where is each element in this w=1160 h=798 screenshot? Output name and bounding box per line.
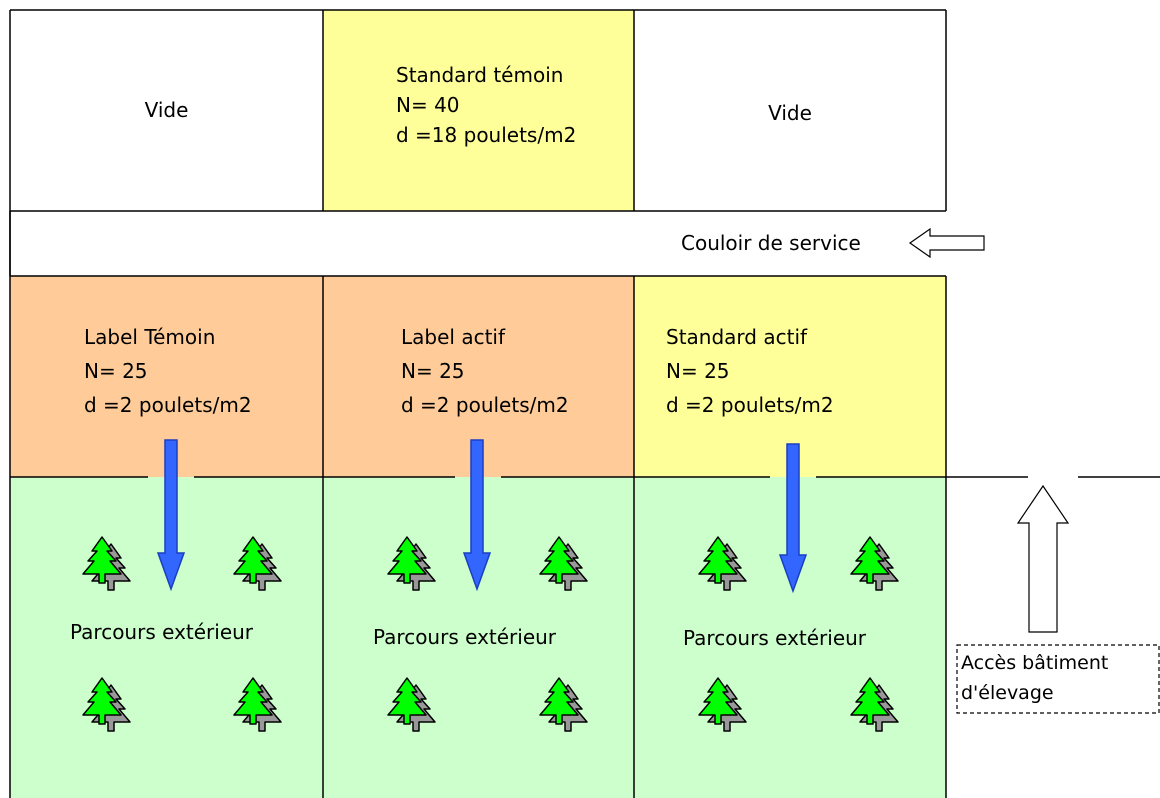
corridor-arrow-icon	[908, 227, 985, 259]
standard-temoin-line1: Standard témoin	[396, 63, 564, 87]
outdoor-2-label: Parcours extérieur	[373, 625, 557, 649]
access-arrow-icon	[1016, 484, 1070, 633]
pen-3-line1: Standard actif	[666, 325, 808, 349]
access-label-box	[956, 644, 1160, 714]
outdoor-1-label: Parcours extérieur	[70, 620, 254, 644]
pen-1-line2: N= 25	[84, 359, 148, 383]
access-label-line1: Accès bâtiment	[961, 652, 1109, 674]
pen-3-line2: N= 25	[666, 359, 730, 383]
exit-arrow-3-icon	[778, 443, 808, 594]
pen-3-line3: d =2 poulets/m2	[666, 393, 834, 417]
pen-1-line1: Label Témoin	[84, 325, 216, 349]
top-left-empty-room	[10, 10, 323, 211]
exit-arrow-2-icon	[462, 439, 492, 592]
top-left-room-label: Vide	[144, 98, 189, 122]
pen-2-line3: d =2 poulets/m2	[401, 393, 569, 417]
exit-arrow-1-icon	[156, 439, 186, 592]
standard-temoin-line3: d =18 poulets/m2	[396, 123, 577, 147]
top-right-empty-room	[634, 10, 946, 211]
standard-temoin-line2: N= 40	[396, 93, 460, 117]
pen-1-line3: d =2 poulets/m2	[84, 393, 252, 417]
top-right-room-label: Vide	[768, 101, 812, 125]
standard-temoin-room	[323, 10, 634, 211]
access-label-line2: d'élevage	[961, 682, 1054, 704]
outdoor-3-label: Parcours extérieur	[683, 626, 867, 650]
corridor-label: Couloir de service	[681, 231, 861, 255]
pen-2-line1: Label actif	[401, 325, 506, 349]
pen-2-line2: N= 25	[401, 359, 465, 383]
